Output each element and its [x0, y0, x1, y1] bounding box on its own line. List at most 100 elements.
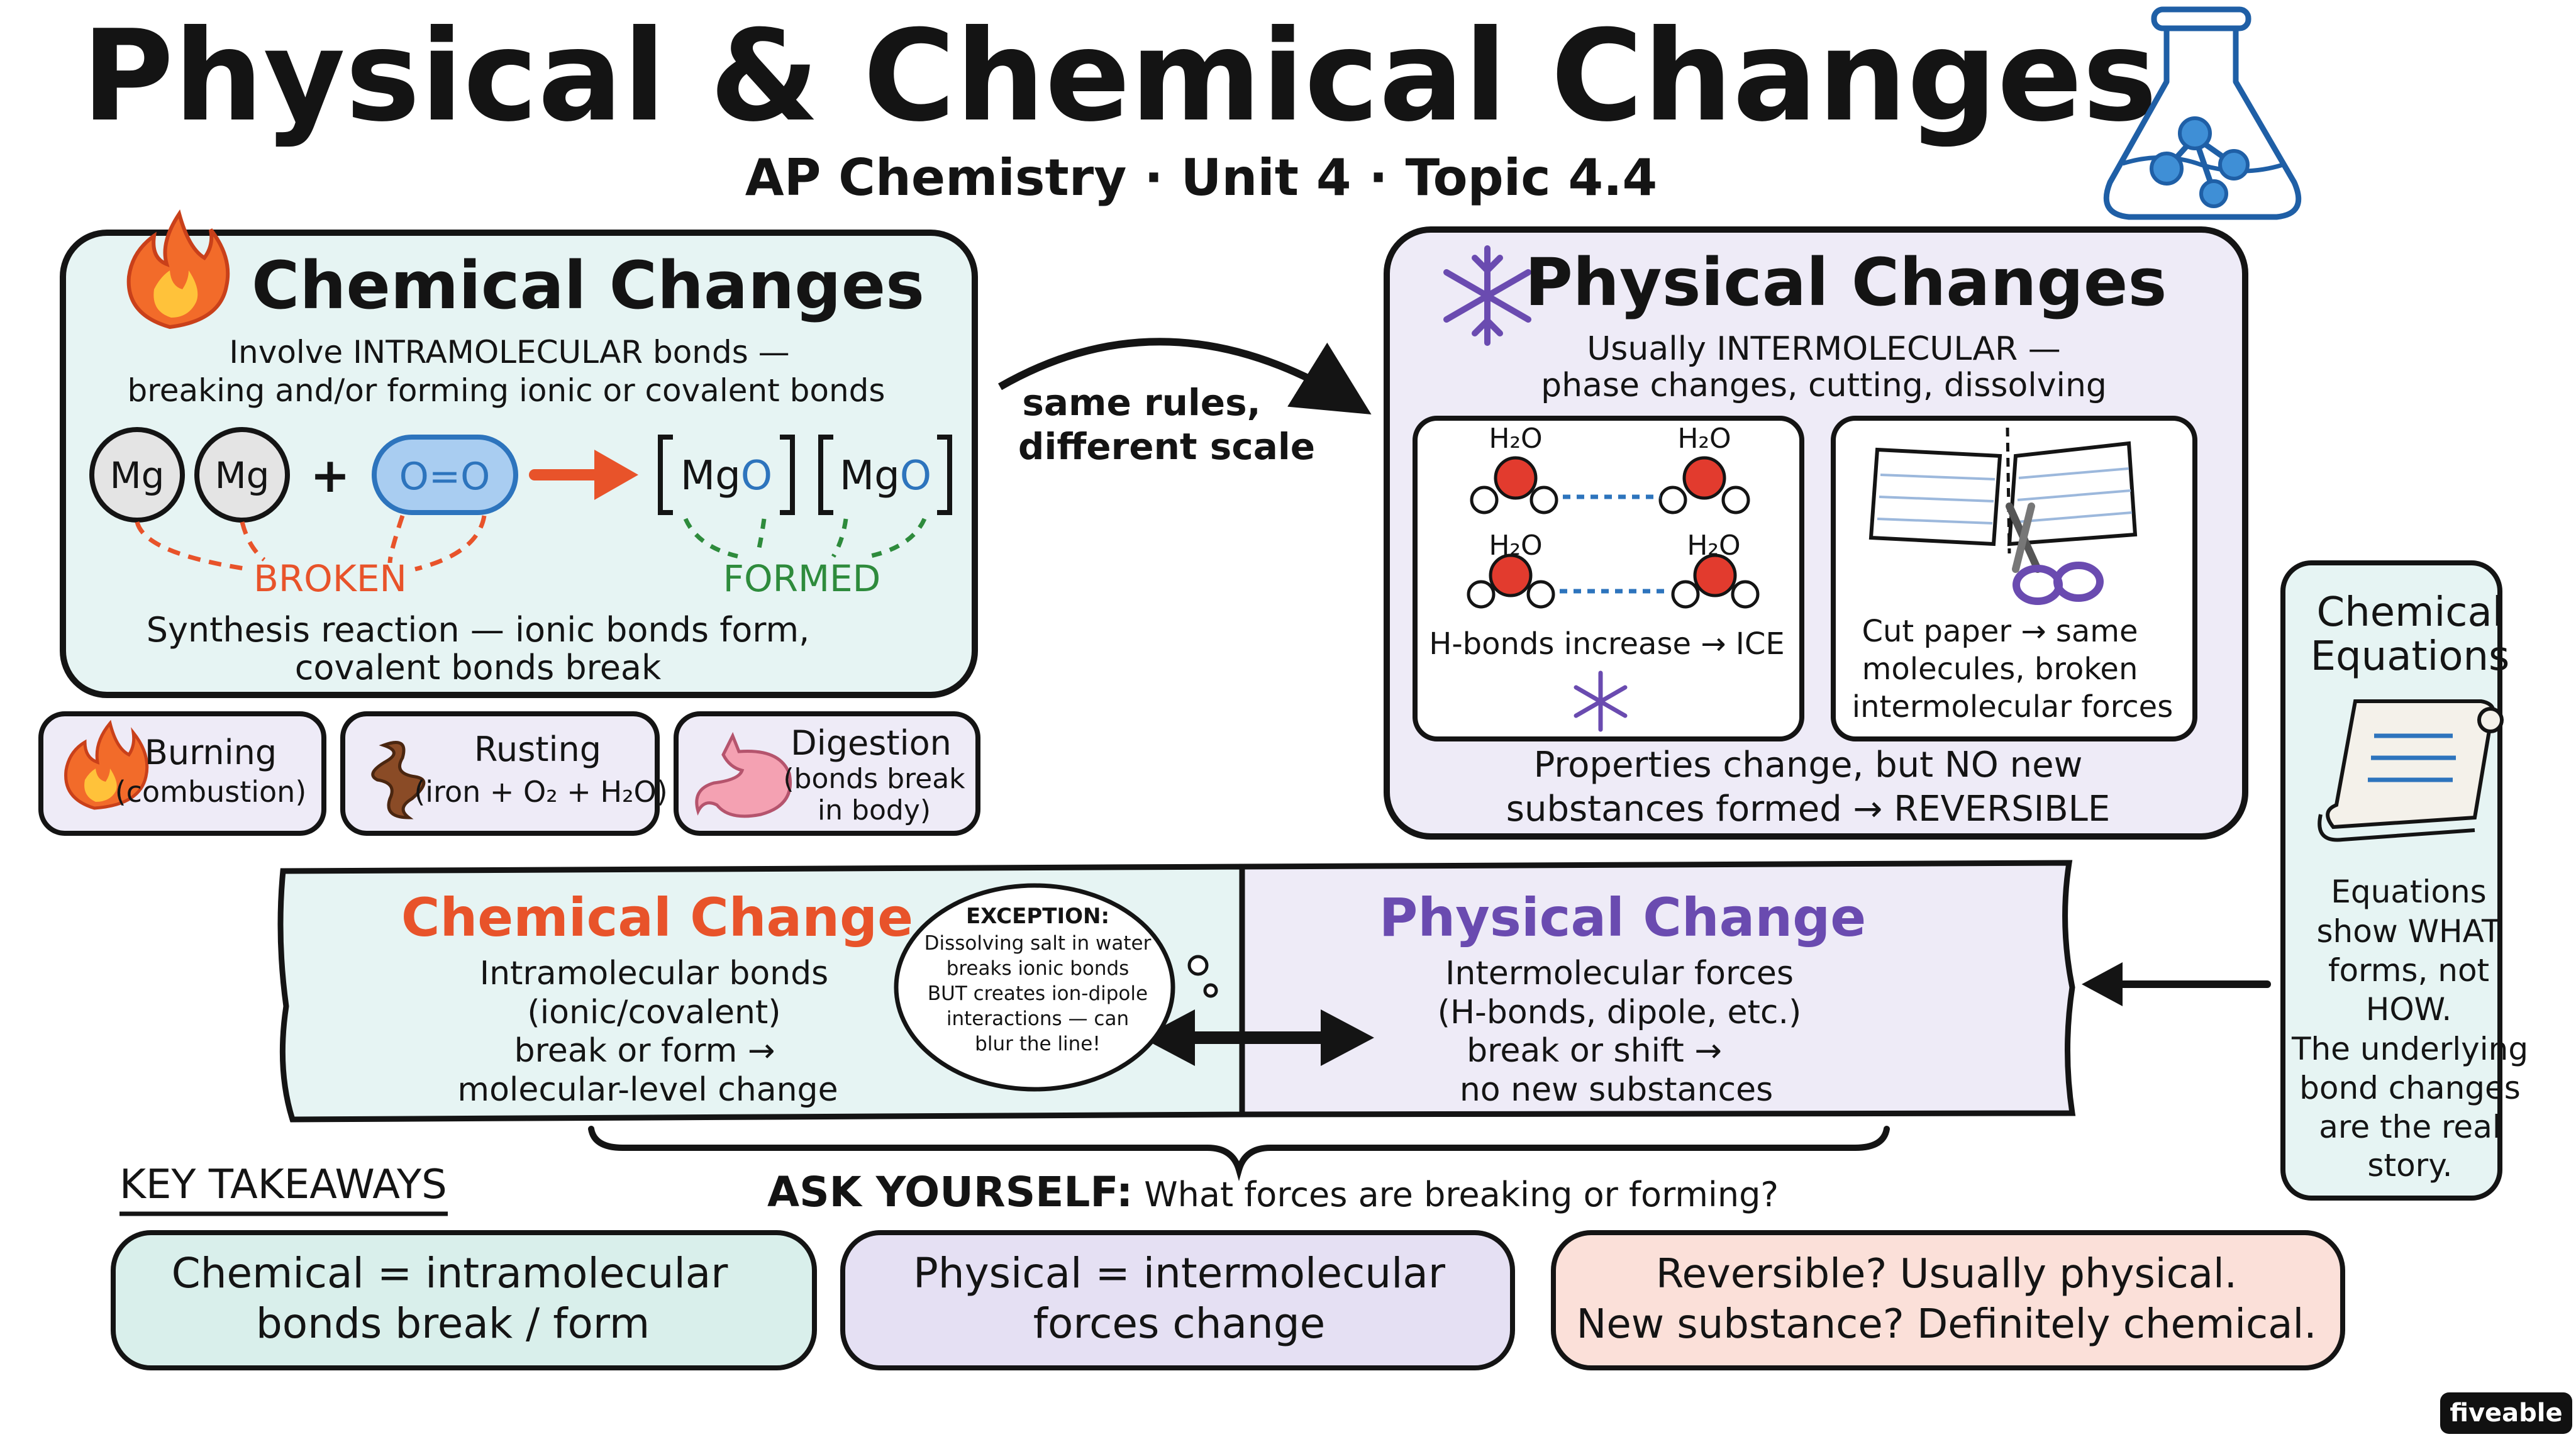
- digestion-detail-1: (bonds break: [783, 763, 965, 795]
- takeaway-rule-line1: Reversible? Usually physical.: [1656, 1251, 2237, 1297]
- water-molecule-1: [1470, 456, 1558, 514]
- chemical-note-line1: Synthesis reaction — ionic bonds form,: [147, 610, 810, 650]
- burning-flame-icon: [64, 719, 149, 810]
- ice-snowflake-icon: [1574, 670, 1628, 732]
- chemical-changes-panel: [60, 230, 978, 698]
- broken-label: BROKEN: [253, 557, 407, 600]
- physical-change-line-1: Intermolecular forces: [1445, 955, 1794, 992]
- takeaway-card-chemical: Chemical = intramolecular bonds break / …: [111, 1230, 817, 1370]
- equations-text-2: show WHAT: [2316, 913, 2501, 950]
- chemical-change-line-3: break or form →: [514, 1032, 775, 1070]
- digestion-label: Digestion: [791, 723, 952, 763]
- takeaway-physical-line2: forces change: [1033, 1299, 1325, 1348]
- exception-line-3: breaks ionic bonds: [947, 957, 1130, 980]
- water-molecule-2: [1658, 456, 1750, 514]
- digestion-detail-2: in body): [818, 794, 931, 826]
- equations-text-4: HOW.: [2366, 991, 2452, 1028]
- paper-caption-line2: molecules, broken: [1862, 652, 2138, 687]
- rust-icon: [371, 741, 426, 819]
- physical-change-title: Physical Change: [1379, 887, 1866, 948]
- oxygen-molecule: O=O: [372, 435, 518, 515]
- ask-yourself-question: What forces are breaking or forming?: [1144, 1175, 1779, 1214]
- flame-icon: [126, 209, 230, 330]
- equations-text-6: bond changes: [2299, 1070, 2521, 1106]
- water-label-1: H₂O: [1489, 423, 1542, 455]
- example-digestion: Digestion (bonds break in body): [674, 711, 980, 836]
- physical-summary-line1: Properties change, but NO new: [1534, 745, 2083, 786]
- plus-sign: +: [310, 447, 350, 503]
- exception-line-4: BUT creates ion-dipole: [928, 982, 1148, 1005]
- connector-line2: different scale: [1018, 425, 1315, 468]
- oxygen-molecule-label: O=O: [399, 455, 491, 499]
- equations-text-8: story.: [2367, 1147, 2452, 1184]
- summary-brace: [588, 1126, 1890, 1182]
- example-rusting: Rusting (iron + O₂ + H₂O): [340, 711, 668, 836]
- paper-caption-line3: intermolecular forces: [1852, 689, 2173, 724]
- svg-text:ASK YOURSELF:What forces are b: ASK YOURSELF: What forces are breaking or…: [767, 1168, 1779, 1216]
- stomach-icon: [695, 731, 792, 818]
- mgo-product-2: MgO: [818, 435, 952, 515]
- chemical-desc-line1: Involve INTRAMOLECULAR bonds —: [229, 334, 789, 370]
- exception-line-2: Dissolving salt in water: [924, 932, 1152, 955]
- double-arrow: [1141, 1009, 1374, 1066]
- water-label-2: H₂O: [1677, 423, 1731, 455]
- page-title: Physical & Chemical Changes: [82, 3, 2158, 150]
- svg-text:MgO: MgO: [680, 453, 772, 499]
- scissors-icon: [2006, 502, 2104, 605]
- formed-label: FORMED: [723, 557, 881, 600]
- chemical-desc-line2: breaking and/or forming ionic or covalen…: [128, 372, 886, 409]
- chemical-changes-title: Chemical Changes: [252, 247, 924, 324]
- takeaway-rule-line2: New substance? Definitely chemical.: [1576, 1301, 2316, 1348]
- physical-change-line-4: no new substances: [1460, 1071, 1773, 1109]
- snowflake-icon: [1443, 245, 1531, 346]
- chemical-change-line-4: molecular-level change: [457, 1071, 838, 1109]
- physical-desc-line1: Usually INTERMOLECULAR —: [1587, 330, 2061, 368]
- water-molecule-4: [1671, 553, 1760, 609]
- takeaway-card-rule: Reversible? Usually physical. New substa…: [1551, 1230, 2345, 1370]
- flask-icon: [2103, 6, 2302, 220]
- ice-subpanel: [1413, 416, 1804, 741]
- reaction-arrow: [529, 450, 638, 500]
- exception-line-5: interactions — can: [947, 1008, 1129, 1030]
- connector-arrow: [998, 338, 1372, 414]
- equations-title-line2: Equations: [2311, 633, 2510, 680]
- equations-text-5: The underlying: [2291, 1031, 2528, 1067]
- takeaway-chemical-line2: bonds break / form: [256, 1299, 650, 1348]
- mgo-2-o: O: [900, 453, 931, 499]
- chemical-change-line-1: Intramolecular bonds: [480, 955, 828, 992]
- example-burning: Burning (combustion): [38, 711, 326, 836]
- mgo-2-mg: Mg: [840, 453, 900, 499]
- mg-atom-1: Mg: [89, 427, 185, 523]
- ask-yourself-label: ASK YOURSELF:: [767, 1168, 1133, 1216]
- water-molecule-3: [1467, 553, 1555, 609]
- burning-label: Burning: [145, 733, 277, 772]
- exception-thought-bubble: EXCEPTION: Dissolving salt in water brea…: [894, 883, 1218, 1092]
- page-subtitle: AP Chemistry · Unit 4 · Topic 4.4: [745, 148, 1657, 207]
- burning-detail: (combustion): [115, 775, 307, 809]
- chemical-change-title: Chemical Change: [401, 887, 913, 948]
- rusting-detail: (iron + O₂ + H₂O): [414, 775, 667, 809]
- mgo-1-o: O: [741, 453, 772, 499]
- equations-text-3: forms, not: [2328, 952, 2489, 989]
- chemical-note-line2: covalent bonds break: [295, 648, 662, 687]
- scroll-icon: [2318, 699, 2504, 842]
- formed-bond-lines: [683, 518, 927, 559]
- mg-atom-2-label: Mg: [215, 454, 270, 497]
- physical-change-line-2: (H-bonds, dipole, etc.): [1438, 994, 1802, 1031]
- physical-changes-title: Physical Changes: [1525, 244, 2167, 321]
- physical-change-line-3: break or shift →: [1467, 1032, 1722, 1070]
- svg-text:MgO: MgO: [840, 453, 931, 499]
- mgo-1-mg: Mg: [680, 453, 741, 499]
- paper-icon: [1868, 427, 2138, 554]
- ice-caption: H-bonds increase → ICE: [1429, 626, 1784, 662]
- mg-atom-1-label: Mg: [110, 454, 165, 497]
- chemical-change-line-2: (ionic/covalent): [527, 994, 780, 1031]
- key-takeaways-heading: KEY TAKEAWAYS: [119, 1162, 447, 1208]
- physical-desc-line2: phase changes, cutting, dissolving: [1541, 367, 2107, 404]
- exception-line-6: blur the line!: [975, 1033, 1101, 1055]
- fiveable-logo: fiveable: [2440, 1392, 2572, 1434]
- connector-line1: same rules,: [1022, 381, 1260, 424]
- takeaway-card-physical: Physical = intermolecular forces change: [840, 1230, 1515, 1370]
- equations-title-line1: Chemical: [2317, 589, 2504, 636]
